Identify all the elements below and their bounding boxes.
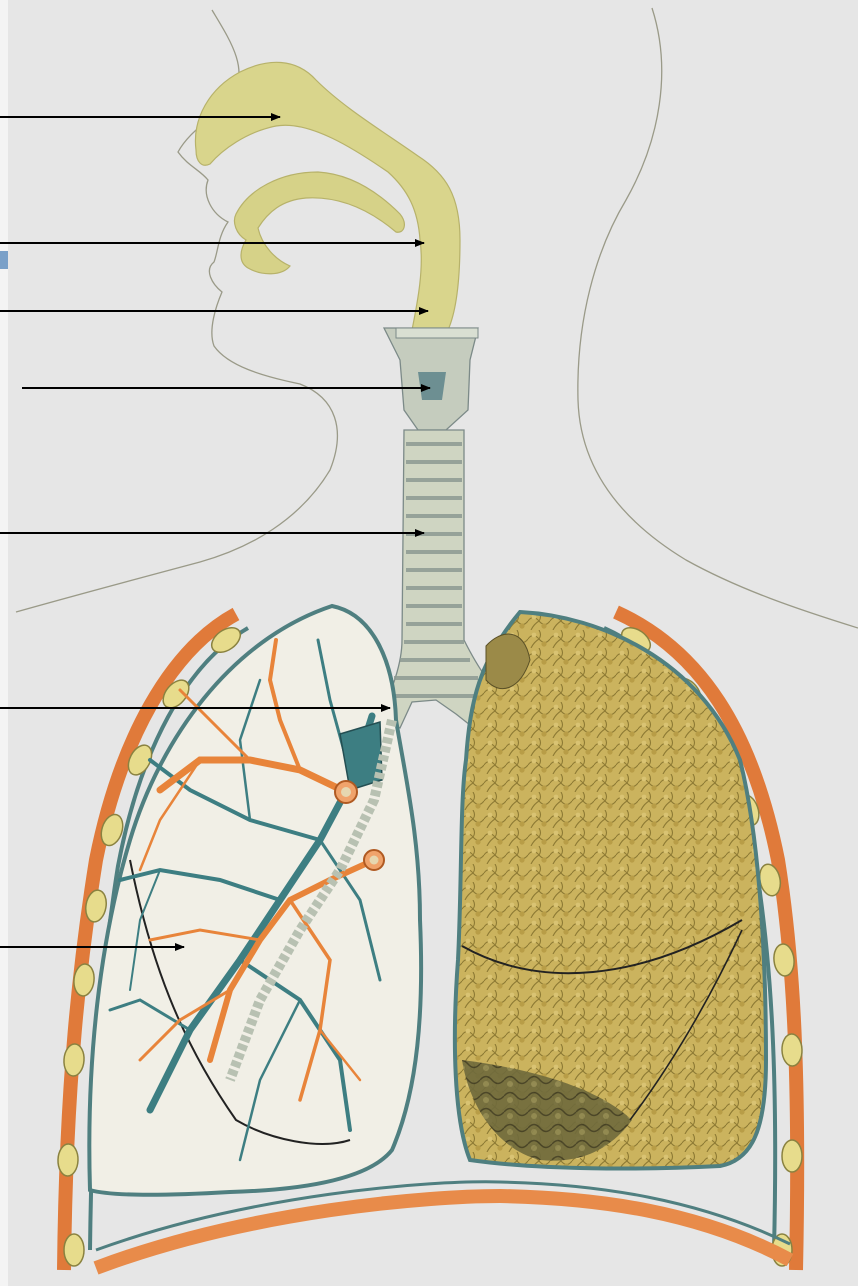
blue-edge-marker xyxy=(0,251,8,269)
left-edge-strip xyxy=(0,0,8,1286)
